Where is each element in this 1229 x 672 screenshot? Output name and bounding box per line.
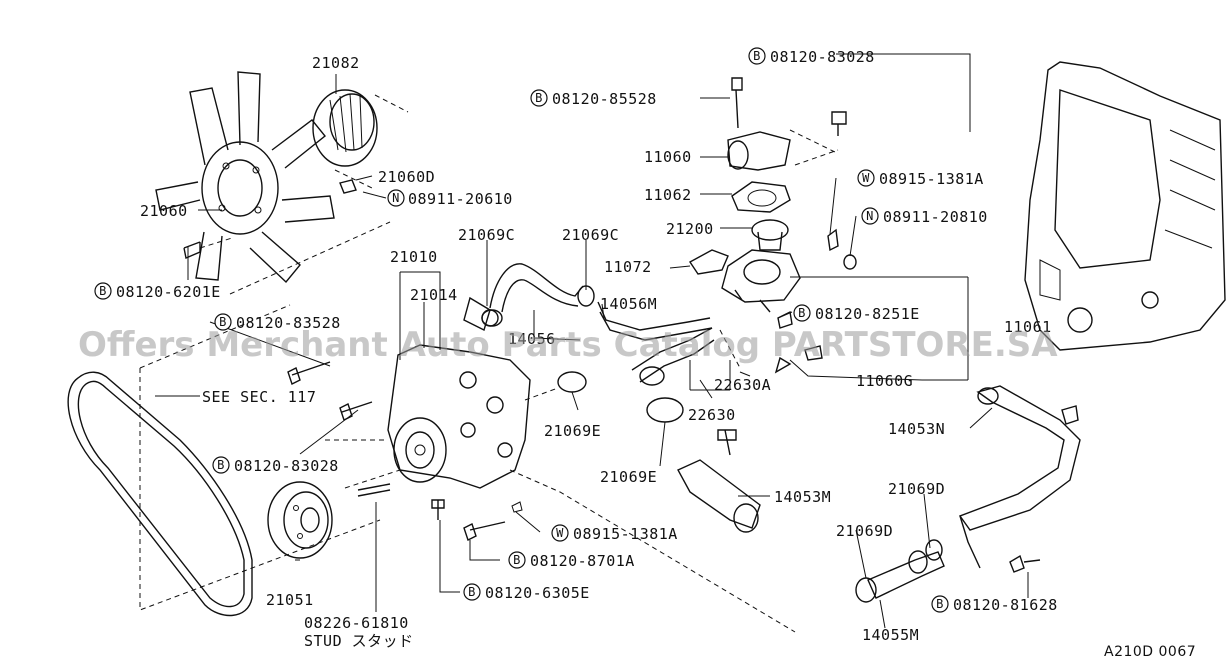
svg-text:B: B [99, 284, 107, 298]
part-label-11061: 11061 [1004, 318, 1052, 336]
badge-b-icon: B [508, 551, 526, 569]
diagram-code: A210D 0067 [1104, 644, 1196, 660]
part-label-08120-6305e: 08120-6305E [485, 584, 590, 602]
badge-w-icon: W [551, 524, 569, 542]
part-label-14053m: 14053M [774, 488, 831, 506]
part-label-08120-8251e: 08120-8251E [815, 305, 920, 323]
part-label-14056: 14056 [508, 330, 556, 348]
badge-b-icon: B [931, 595, 949, 613]
svg-text:B: B [798, 306, 806, 320]
part-label-08911-20610: 08911-20610 [408, 190, 513, 208]
part-label-22630a: 22630A [714, 376, 771, 394]
part-label-21069e-upper: 21069E [544, 422, 601, 440]
svg-text:W: W [862, 171, 870, 185]
belt-and-pulley-drawing [67, 304, 391, 617]
svg-text:B: B [468, 585, 476, 599]
engine-block-drawing [1024, 61, 1226, 351]
part-label-21069d-lower: 21069D [836, 522, 893, 540]
part-label-14056m: 14056M [600, 295, 657, 313]
svg-text:B: B [535, 91, 543, 105]
part-label-08915-1381a-upper: 08915-1381A [879, 170, 984, 188]
badge-b-icon: B [530, 89, 548, 107]
water-pump-drawing [287, 296, 796, 633]
part-label-21014: 21014 [410, 286, 458, 304]
part-label-14053n: 14053N [888, 420, 945, 438]
badge-b-icon: B [94, 282, 112, 300]
badge-b-icon: B [748, 47, 766, 65]
part-label-21069d-upper: 21069D [888, 480, 945, 498]
part-label-21010: 21010 [390, 248, 438, 266]
part-label-08120-85528: 08120-85528 [552, 90, 657, 108]
part-label-08120-83028-upper: 08120-83028 [770, 48, 875, 66]
part-label-21060: 21060 [140, 202, 188, 220]
part-label-11062: 11062 [644, 186, 692, 204]
svg-text:B: B [217, 458, 225, 472]
part-label-21069c-left: 21069C [458, 226, 515, 244]
part-label-14055m: 14055M [862, 626, 919, 644]
svg-text:N: N [866, 209, 874, 223]
lower-pipe-drawing [855, 385, 1081, 603]
part-labels: 21082 21060D N 08911-20610 21060 B 08120… [94, 47, 1058, 650]
part-label-21082: 21082 [312, 54, 360, 72]
watermark: Offers Merchant Auto Parts Catalog PARTS… [78, 325, 1058, 365]
part-label-08226-61810: 08226-61810 [304, 614, 409, 632]
part-label-08915-1381a-lower: 08915-1381A [573, 525, 678, 543]
part-label-08120-6201e: 08120-6201E [116, 283, 221, 301]
svg-text:B: B [219, 315, 227, 329]
part-label-08120-81628: 08120-81628 [953, 596, 1058, 614]
part-label-22630: 22630 [688, 406, 736, 424]
badge-b-icon: B [214, 313, 232, 331]
leader-lines [155, 53, 1029, 629]
badge-b-icon: B [463, 583, 481, 601]
part-label-stud: STUD スタッド [304, 632, 414, 650]
hoses-and-clamps-drawing [481, 263, 761, 533]
part-label-21060d: 21060D [378, 168, 435, 186]
badge-n-icon: N [861, 207, 879, 225]
svg-text:W: W [556, 526, 564, 540]
svg-text:B: B [513, 553, 521, 567]
badge-b-icon: B [212, 456, 230, 474]
svg-text:N: N [392, 191, 400, 205]
part-label-11072: 11072 [604, 258, 652, 276]
part-label-21069e-lower: 21069E [600, 468, 657, 486]
badge-n-icon: N [387, 189, 405, 207]
svg-text:B: B [936, 597, 944, 611]
part-label-08120-83028-lower: 08120-83028 [234, 457, 339, 475]
part-label-08120-83528: 08120-83528 [236, 314, 341, 332]
part-label-11060: 11060 [644, 148, 692, 166]
svg-text:B: B [753, 49, 761, 63]
badge-w-icon: W [857, 169, 875, 187]
part-label-21069c-right: 21069C [562, 226, 619, 244]
badge-b-icon: B [793, 304, 811, 322]
part-label-21051: 21051 [266, 591, 314, 609]
part-label-11060g: 11060G [856, 372, 913, 390]
part-label-08911-20810: 08911-20810 [883, 208, 988, 226]
part-label-see-sec-117: SEE SEC. 117 [202, 388, 316, 406]
part-label-21200: 21200 [666, 220, 714, 238]
fan-assembly-drawing [155, 71, 409, 295]
part-label-08120-8701a: 08120-8701A [530, 552, 635, 570]
